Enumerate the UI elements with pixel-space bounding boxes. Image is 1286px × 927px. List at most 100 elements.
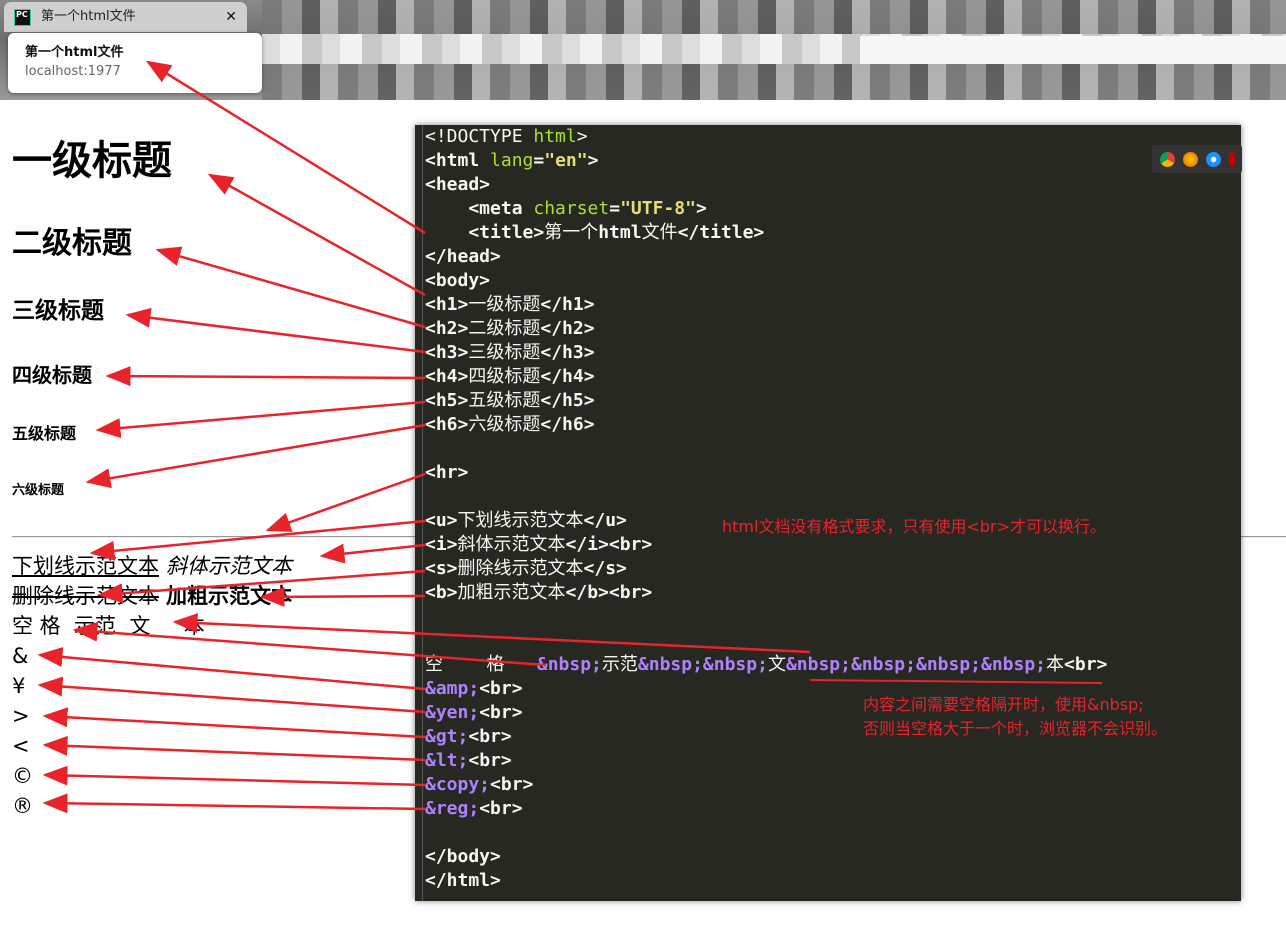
entity-lt: < — [12, 734, 30, 758]
annotation-arrow — [85, 423, 426, 489]
code-token-tag: html — [598, 222, 642, 243]
code-line[interactable]: &reg;<br> — [425, 797, 523, 821]
annotation-arrow — [42, 765, 426, 787]
code-token-tag: <h2> — [425, 318, 469, 339]
heading-h5: 五级标题 — [12, 424, 77, 443]
fold-gutter — [415, 125, 423, 901]
entity-amp: & — [12, 644, 29, 668]
code-token-tag: <s> — [425, 558, 458, 579]
code-token-tag: <i> — [425, 534, 458, 555]
code-token-ent: &gt; — [425, 726, 469, 747]
code-line[interactable]: <body> — [425, 269, 490, 293]
code-token-txt: 文件 — [641, 222, 678, 243]
code-token-tag: </u> — [583, 510, 627, 531]
code-token-txt: 文 — [767, 654, 786, 675]
code-token-tag: = — [609, 198, 621, 219]
code-token-tag: <head> — [425, 174, 491, 195]
code-token-ent: &nbsp;&nbsp;&nbsp;&nbsp; — [785, 654, 1047, 675]
code-line[interactable]: &gt;<br> — [425, 725, 512, 749]
annotation-arrow — [207, 173, 426, 297]
code-token-tag: <br> — [468, 726, 512, 747]
code-line[interactable]: <s>删除线示范文本</s> — [425, 557, 627, 581]
code-editor[interactable]: <!DOCTYPE html><html lang="en"><head> <m… — [415, 125, 1242, 901]
code-line[interactable]: <u>下划线示范文本</u> — [425, 509, 627, 533]
annotation-arrow — [37, 647, 426, 691]
code-token-doc: > — [576, 126, 588, 147]
heading-h1: 一级标题 — [12, 138, 172, 184]
code-line[interactable]: <hr> — [425, 461, 468, 485]
code-token-ent: &amp; — [425, 678, 480, 699]
code-token-ent: &nbsp;&nbsp; — [637, 654, 768, 675]
code-token-str: "UTF-8" — [620, 198, 696, 219]
code-line[interactable]: </head> — [425, 245, 501, 269]
code-line[interactable]: <title>第一个html文件</title> — [425, 221, 764, 245]
code-line[interactable]: <head> — [425, 173, 490, 197]
code-token-tag: <br> — [479, 702, 523, 723]
code-line[interactable]: <h6>六级标题</h6> — [425, 413, 595, 437]
underline-text: 下划线示范文本 — [12, 554, 159, 578]
code-token-txt: 第一个 — [544, 222, 599, 243]
code-line[interactable]: <i>斜体示范文本</i><br> — [425, 533, 652, 557]
code-line[interactable]: <!DOCTYPE html> — [425, 125, 588, 149]
code-line[interactable]: <html lang="en"> — [425, 149, 598, 173]
code-token-str: "en" — [544, 150, 588, 171]
browser-tab[interactable]: PC 第一个html文件 ✕ — [4, 2, 247, 32]
annotation-arrow — [37, 676, 426, 714]
code-token-tag: <br> — [1064, 654, 1108, 675]
entity-yen: ¥ — [12, 674, 26, 698]
code-line[interactable]: <h4>四级标题</h4> — [425, 365, 595, 389]
annotation-arrow — [95, 400, 426, 439]
close-tab-icon[interactable]: ✕ — [225, 9, 237, 25]
code-token-ent: &yen; — [425, 702, 480, 723]
chrome-icon[interactable] — [1160, 151, 1175, 167]
code-line[interactable]: </html> — [425, 869, 501, 893]
firefox-icon[interactable] — [1183, 151, 1198, 167]
code-token-tag: = — [533, 150, 545, 171]
code-token-tag: <html — [425, 150, 491, 171]
blurred-region — [860, 36, 1286, 64]
code-token-tag: <hr> — [425, 462, 469, 483]
annotation-arrow — [125, 307, 426, 354]
annotation-arrow — [105, 366, 426, 387]
code-token-txt: 空 格 — [425, 654, 537, 675]
heading-h4: 四级标题 — [12, 363, 92, 387]
tab-title: 第一个html文件 — [41, 9, 136, 24]
tooltip-url: localhost:1977 — [25, 64, 121, 79]
code-token-tag: </s> — [583, 558, 627, 579]
code-line[interactable]: </body> — [425, 845, 501, 869]
code-line[interactable]: <h3>三级标题</h3> — [425, 341, 595, 365]
code-token-txt: 一级标题 — [468, 294, 541, 315]
opera-icon[interactable] — [1229, 151, 1235, 167]
strike-text: 删除线示范文本 — [12, 584, 159, 608]
code-line[interactable]: <meta charset="UTF-8"> — [425, 197, 706, 221]
code-token-tag: <h5> — [425, 390, 469, 411]
italic-text: 斜体示范文本 — [166, 554, 292, 578]
code-token-tag: <br> — [490, 774, 534, 795]
code-line[interactable]: &copy;<br> — [425, 773, 533, 797]
code-line[interactable]: &yen;<br> — [425, 701, 523, 725]
code-line[interactable]: <h5>五级标题</h5> — [425, 389, 595, 413]
code-token-tag: <h3> — [425, 342, 469, 363]
pycharm-icon: PC — [14, 8, 31, 26]
code-token-tag: </h1> — [540, 294, 595, 315]
code-line[interactable]: 空 格 &nbsp;示范&nbsp;&nbsp;文&nbsp;&nbsp;&nb… — [425, 653, 1107, 677]
code-token-tag: </h2> — [540, 318, 595, 339]
safari-icon[interactable] — [1206, 151, 1221, 167]
code-token-txt: 三级标题 — [468, 342, 541, 363]
code-token-tag: <title> — [425, 222, 545, 243]
code-token-tag: </i><br> — [565, 534, 653, 555]
code-token-tag: </head> — [425, 246, 501, 267]
code-line[interactable]: <h2>二级标题</h2> — [425, 317, 595, 341]
tooltip-title: 第一个html文件 — [25, 45, 124, 60]
code-token-tag: </body> — [425, 846, 501, 867]
code-token-ent: &lt; — [425, 750, 469, 771]
code-line[interactable]: <b>加粗示范文本</b><br> — [425, 581, 652, 605]
code-line[interactable]: &amp;<br> — [425, 677, 523, 701]
code-token-txt: 四级标题 — [468, 366, 541, 387]
note-nbsp-1: 内容之间需要空格隔开时，使用&nbsp; — [863, 695, 1144, 714]
heading-h2: 二级标题 — [12, 226, 132, 261]
code-token-txt: 删除线示范文本 — [457, 558, 584, 579]
code-line[interactable]: &lt;<br> — [425, 749, 512, 773]
code-line[interactable]: <h1>一级标题</h1> — [425, 293, 595, 317]
code-token-tag: </title> — [677, 222, 765, 243]
